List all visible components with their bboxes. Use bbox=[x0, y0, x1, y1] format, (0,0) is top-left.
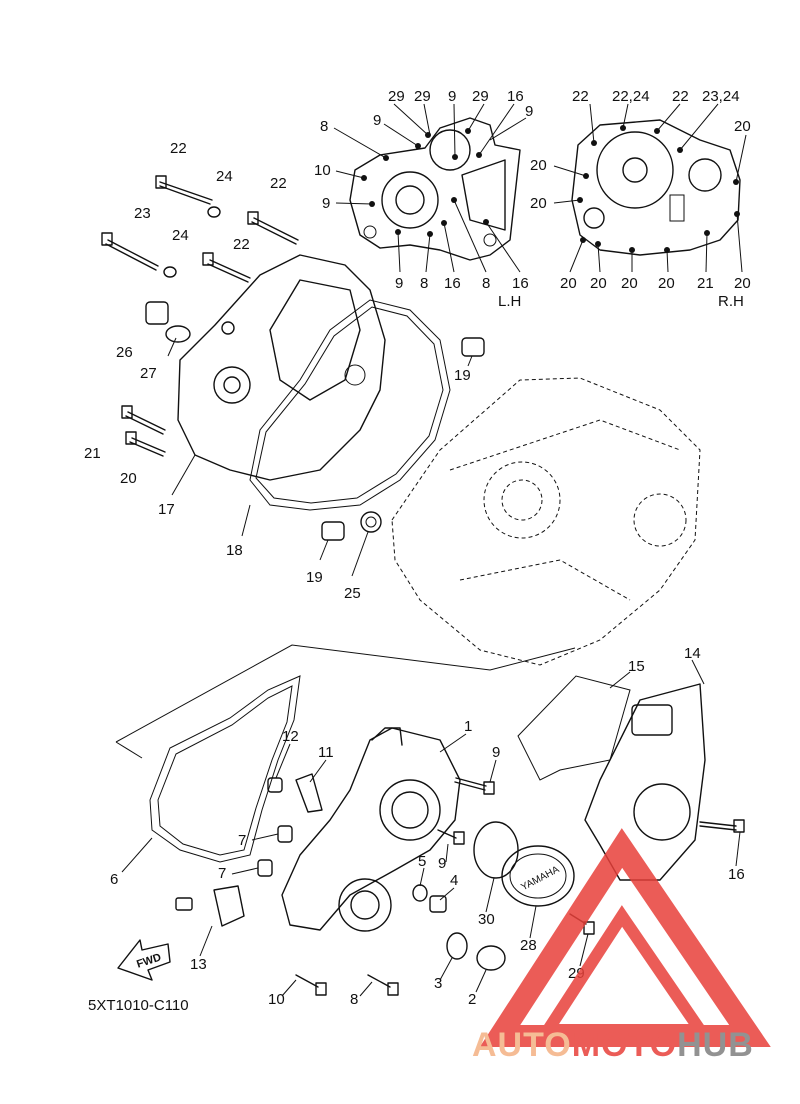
callout-12: 12 bbox=[282, 728, 299, 745]
callout-19a: 19 bbox=[306, 569, 323, 586]
callout-l-9d: 9 bbox=[322, 195, 330, 212]
callout-3: 3 bbox=[434, 975, 442, 992]
callout-l-16a: 16 bbox=[507, 88, 524, 105]
callout-l-29b: 29 bbox=[414, 88, 431, 105]
callout-22c: 22 bbox=[233, 236, 250, 253]
yamaha-logo-text: YAMAHA bbox=[519, 864, 561, 893]
callout-r-20d: 20 bbox=[560, 275, 577, 292]
callout-24b: 24 bbox=[172, 227, 189, 244]
callout-27: 27 bbox=[140, 365, 157, 382]
callout-r-20f: 20 bbox=[621, 275, 638, 292]
callout-11: 11 bbox=[318, 744, 334, 761]
callout-9a: 9 bbox=[492, 744, 500, 761]
callout-r-22-24: 22,24 bbox=[612, 88, 650, 105]
callout-13: 13 bbox=[190, 956, 207, 973]
engine-crankcase-block bbox=[391, 377, 701, 666]
callout-4: 4 bbox=[450, 872, 458, 889]
callout-l-8c: 8 bbox=[482, 275, 490, 292]
callout-r-20a: 20 bbox=[734, 118, 751, 135]
callout-2: 2 bbox=[468, 991, 476, 1008]
callout-5: 5 bbox=[418, 853, 426, 870]
callout-28: 28 bbox=[520, 937, 537, 954]
callout-r-21: 21 bbox=[697, 275, 714, 292]
watermark-hub: HUB bbox=[677, 1026, 754, 1064]
fwd-arrow-icon: FWD bbox=[117, 939, 171, 981]
callout-7b: 7 bbox=[218, 865, 226, 882]
callout-l-16c: 16 bbox=[512, 275, 529, 292]
callout-r-20c: 20 bbox=[530, 195, 547, 212]
callout-l-29c: 29 bbox=[472, 88, 489, 105]
crankcase-cover-group: 22 24 22 23 24 22 26 27 21 20 17 18 19 1… bbox=[84, 140, 485, 602]
callout-r-22a: 22 bbox=[572, 88, 589, 105]
callout-l-9a: 9 bbox=[448, 88, 456, 105]
callout-22b: 22 bbox=[270, 175, 287, 192]
callout-r-23-24: 23,24 bbox=[702, 88, 740, 105]
callout-14: 14 bbox=[684, 645, 701, 662]
callout-18: 18 bbox=[226, 542, 243, 559]
callout-23: 23 bbox=[134, 205, 151, 222]
callout-24a: 24 bbox=[216, 168, 233, 185]
callout-l-8a: 8 bbox=[320, 118, 328, 135]
callout-15: 15 bbox=[628, 658, 645, 675]
watermark-auto: AUTO bbox=[472, 1026, 572, 1064]
callout-8: 8 bbox=[350, 991, 358, 1008]
callout-9b: 9 bbox=[438, 855, 446, 872]
watermark-moto: MOTO bbox=[572, 1026, 677, 1064]
callout-30: 30 bbox=[478, 911, 495, 928]
callout-l-8b: 8 bbox=[420, 275, 428, 292]
callout-16: 16 bbox=[728, 866, 745, 883]
callout-10: 10 bbox=[268, 991, 285, 1008]
callout-r-20b: 20 bbox=[530, 157, 547, 174]
callout-1: 1 bbox=[464, 718, 472, 735]
inset-right-crankcase: 22 22,24 22 23,24 20 20 20 20 20 20 20 2… bbox=[530, 88, 751, 310]
callout-26: 26 bbox=[116, 344, 133, 361]
callout-l-9b: 9 bbox=[525, 103, 533, 120]
callout-21: 21 bbox=[84, 445, 101, 462]
callout-7a: 7 bbox=[238, 832, 246, 849]
callout-l-10: 10 bbox=[314, 162, 331, 179]
label-lh: L.H bbox=[498, 293, 521, 310]
lower-cover-group: YAMAHA FWD bbox=[110, 644, 745, 1008]
svg-text:AUTOMOTOHUB: AUTOMOTOHUB bbox=[472, 1026, 754, 1064]
callout-l-9e: 9 bbox=[395, 275, 403, 292]
automotohub-watermark: AUTOMOTOHUB bbox=[472, 828, 771, 1064]
callout-20: 20 bbox=[120, 470, 137, 487]
inset-left-crankcase: 29 29 9 29 16 9 8 9 10 9 9 8 16 8 16 L.H bbox=[314, 88, 533, 310]
callout-l-16b: 16 bbox=[444, 275, 461, 292]
callout-r-22b: 22 bbox=[672, 88, 689, 105]
callout-17: 17 bbox=[158, 501, 175, 518]
callout-r-20e: 20 bbox=[590, 275, 607, 292]
svg-text:FWD: FWD bbox=[135, 952, 163, 971]
callout-l-9c: 9 bbox=[373, 112, 381, 129]
callout-r-20h: 20 bbox=[734, 275, 751, 292]
callout-r-20g: 20 bbox=[658, 275, 675, 292]
callout-19b: 19 bbox=[454, 367, 471, 384]
label-rh: R.H bbox=[718, 293, 744, 310]
callout-l-29a: 29 bbox=[388, 88, 405, 105]
callout-22a: 22 bbox=[170, 140, 187, 157]
diagram-code: 5XT1010-C110 bbox=[88, 997, 189, 1014]
callout-6: 6 bbox=[110, 871, 118, 888]
callout-25: 25 bbox=[344, 585, 361, 602]
